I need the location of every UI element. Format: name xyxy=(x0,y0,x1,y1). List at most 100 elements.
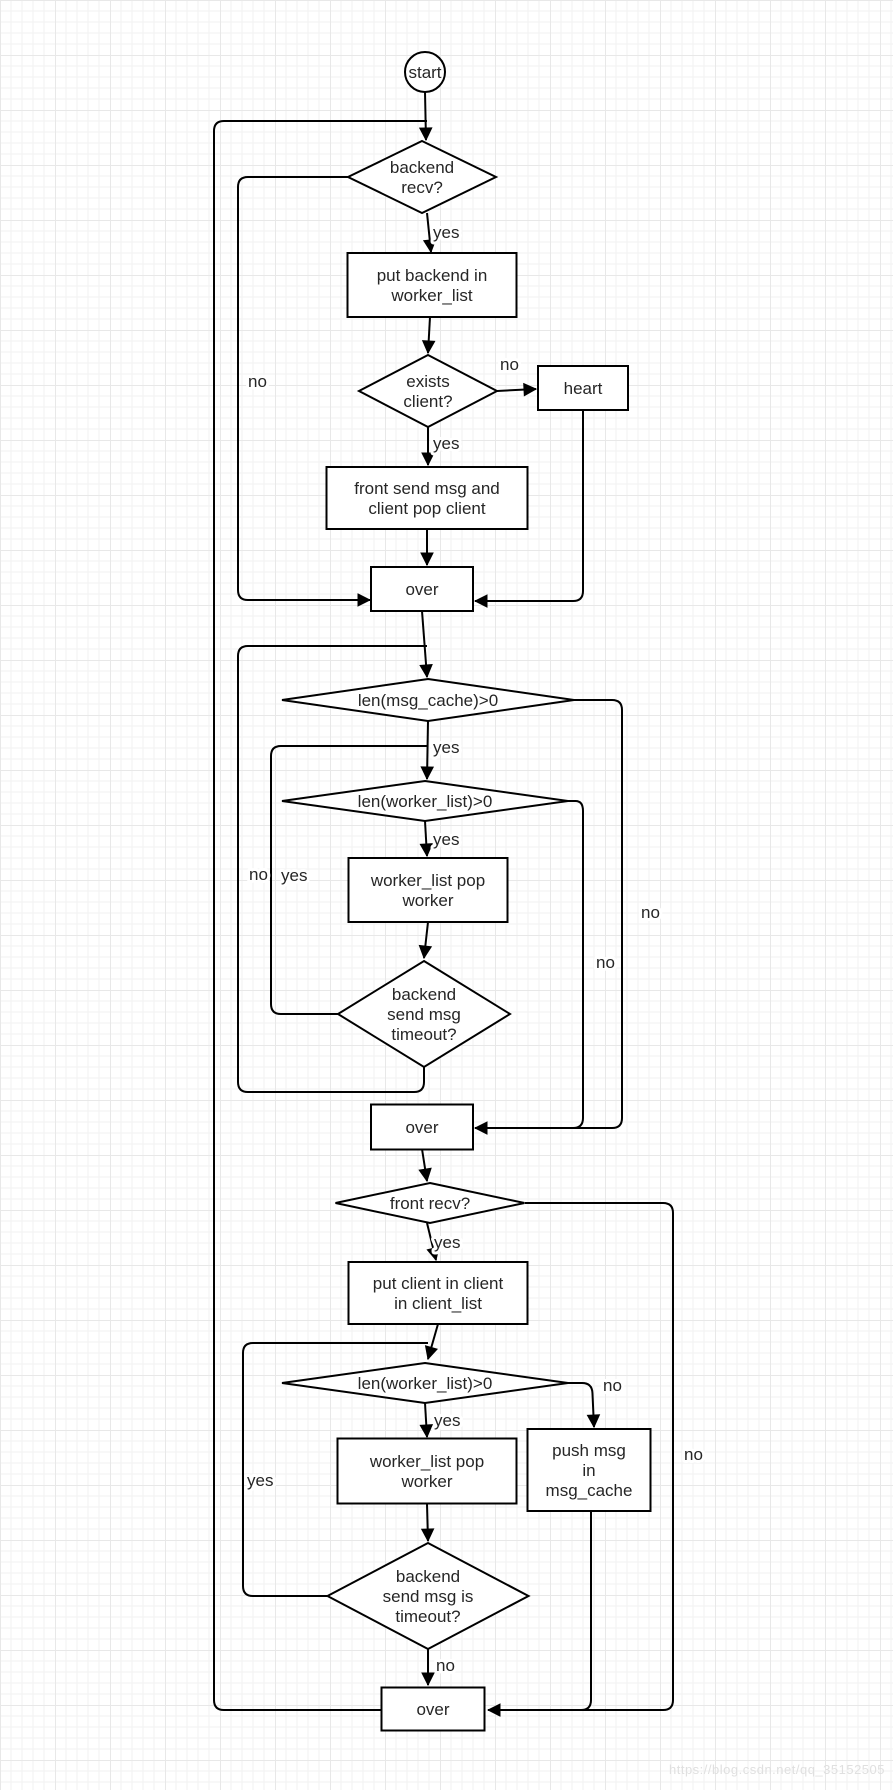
edge-label-backend-recv-yes: yes xyxy=(433,223,459,242)
edge-label-front-recv-no: no xyxy=(684,1445,703,1464)
timeout-1-label-line-0: backend xyxy=(392,985,456,1004)
push-msg-label-line-2: msg_cache xyxy=(546,1481,633,1500)
timeout-1-label-line-2: timeout? xyxy=(391,1025,456,1044)
front-send-label-line-0: front send msg and xyxy=(354,479,500,498)
edge-label-len-msg-cache-yes: yes xyxy=(433,738,459,757)
front-recv-label: front recv? xyxy=(390,1194,470,1213)
front-recv-shape xyxy=(335,1181,525,1225)
start-label: start xyxy=(408,63,441,82)
len-worker-2-label: len(worker_list)>0 xyxy=(358,1374,493,1393)
node-len-msg-cache: len(msg_cache)>0 xyxy=(281,677,575,723)
start-shape xyxy=(404,51,446,93)
over-2-label: over xyxy=(405,1118,438,1137)
edge-len-msg-cache-no xyxy=(530,699,623,1129)
node-len-worker-1: len(worker_list)>0 xyxy=(281,779,569,823)
worker-pop-2-label-line-0: worker_list pop xyxy=(369,1452,484,1471)
node-front-recv: front recv? xyxy=(335,1181,525,1225)
heart-label-line-0: heart xyxy=(564,379,603,398)
backend-recv-label-line-1: recv? xyxy=(401,178,443,197)
edge-len-worker1-yes xyxy=(425,820,427,856)
edge-worker-pop2-to-timeout2 xyxy=(427,1503,428,1541)
exists-client-shape xyxy=(356,353,500,429)
len-worker-1-label-line-0: len(worker_list)>0 xyxy=(358,792,493,811)
push-msg-label-line-0: push msg xyxy=(552,1441,626,1460)
put-backend-label-line-0: put backend in xyxy=(377,266,488,285)
node-over-3: over xyxy=(380,1686,486,1732)
timeout-2-label-line-0: backend xyxy=(396,1567,460,1586)
put-client-label-line-0: put client in client xyxy=(373,1274,504,1293)
edge-label-timeout2-no: no xyxy=(436,1656,455,1675)
len-msg-cache-label: len(msg_cache)>0 xyxy=(358,691,498,710)
edge-heart-to-over1 xyxy=(475,410,584,601)
edge-exists-client-no xyxy=(496,389,536,391)
over-2-label-line-0: over xyxy=(405,1118,438,1137)
worker-pop-1-label-line-1: worker xyxy=(401,891,453,910)
edge-over1-to-len-msg-cache xyxy=(422,610,427,677)
edge-over2-to-front-recv xyxy=(422,1148,427,1181)
len-worker-1-label: len(worker_list)>0 xyxy=(358,792,493,811)
edge-label-timeout1-yes-loop: yes xyxy=(281,866,307,885)
edge-label-len-worker2-yes: yes xyxy=(434,1411,460,1430)
node-start: start xyxy=(404,51,446,93)
edge-put-backend-to-exists xyxy=(428,316,430,353)
over-3-shape xyxy=(380,1686,486,1732)
front-recv-label-line-0: front recv? xyxy=(390,1194,470,1213)
edge-label-exists-client-no: no xyxy=(500,355,519,374)
worker-pop-1-shape xyxy=(347,857,509,923)
len-msg-cache-shape xyxy=(281,677,575,723)
edge-len-worker2-no xyxy=(568,1382,594,1427)
edge-label-backend-recv-no: no xyxy=(248,372,267,391)
push-msg-shape xyxy=(526,1428,652,1512)
edge-label-timeout2-yes-loop: yes xyxy=(247,1471,273,1490)
edge-label-len-msg-cache-no: no xyxy=(641,903,660,922)
worker-pop-2-label-line-1: worker xyxy=(400,1472,452,1491)
front-send-shape xyxy=(325,466,529,530)
edge-label-front-recv-yes: yes xyxy=(434,1233,460,1252)
edge-start-to-backend-recv xyxy=(425,91,426,140)
node-len-worker-2: len(worker_list)>0 xyxy=(281,1361,569,1405)
edge-label-len-worker1-no: no xyxy=(596,953,615,972)
watermark-text: https://blog.csdn.net/qq_35152505 xyxy=(669,1762,885,1777)
edge-timeout1-no-loop xyxy=(237,645,427,1093)
over-1-label: over xyxy=(405,580,438,599)
edge-backend-recv-no xyxy=(237,176,370,600)
start-label-line-0: start xyxy=(408,63,441,82)
worker-pop-2-shape xyxy=(336,1437,518,1505)
edge-timeout2-yes-loop xyxy=(242,1342,428,1597)
over-1-label-line-0: over xyxy=(405,580,438,599)
worker-pop-1-label-line-0: worker_list pop xyxy=(370,871,485,890)
exists-client-label-line-1: client? xyxy=(403,392,452,411)
len-msg-cache-label-line-0: len(msg_cache)>0 xyxy=(358,691,498,710)
edge-len-worker2-yes xyxy=(425,1402,427,1437)
edge-worker-pop1-to-timeout1 xyxy=(424,921,428,958)
over-1-shape xyxy=(370,566,474,612)
push-msg-label-line-1: in xyxy=(582,1461,595,1480)
heart-shape xyxy=(537,365,629,411)
len-worker-1-shape xyxy=(281,779,569,823)
backend-recv-label-line-0: backend xyxy=(390,158,454,177)
edge-push-msg-to-over3 xyxy=(530,1511,592,1711)
over-2-shape xyxy=(370,1103,474,1151)
edge-label-timeout1-no-loop: no xyxy=(249,865,268,884)
backend-recv-shape xyxy=(345,139,499,215)
put-backend-label-line-1: worker_list xyxy=(390,286,473,305)
node-over-1: over xyxy=(370,566,474,612)
edge-len-msg-cache-yes xyxy=(427,720,428,779)
front-send-label-line-1: client pop client xyxy=(368,499,485,518)
exists-client-label-line-0: exists xyxy=(406,372,449,391)
